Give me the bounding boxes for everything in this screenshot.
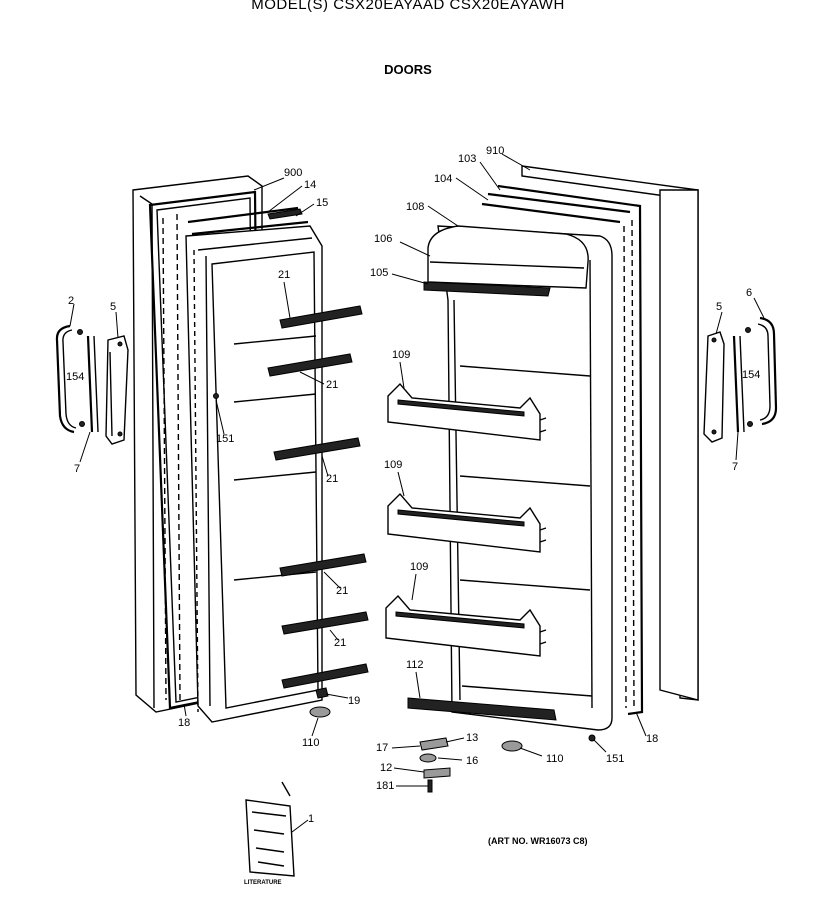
callout-900: 900 (284, 167, 302, 179)
callout-108: 108 (406, 201, 424, 213)
literature-booklet (245, 781, 295, 877)
callout-21-c: 21 (326, 473, 338, 485)
left-handle-assembly (55, 324, 129, 445)
callout-5-right: 5 (716, 301, 722, 313)
callout-12: 12 (380, 762, 392, 774)
callout-106: 106 (374, 233, 392, 245)
callout-18-left: 18 (178, 717, 190, 729)
literature-label: LITERATURE (244, 880, 282, 886)
callout-18-right: 18 (646, 733, 658, 745)
left-handle-trim-7 (86, 335, 94, 433)
left-door-inner-liner (185, 225, 323, 723)
callout-6: 6 (746, 287, 752, 299)
right-door-inner-liner (437, 225, 613, 731)
right-handle-cap-5 (703, 331, 725, 443)
callout-1: 1 (308, 813, 314, 825)
callout-21-a: 21 (278, 269, 290, 281)
callout-109-c: 109 (410, 561, 428, 573)
callout-7-right: 7 (732, 461, 738, 473)
left-door-shelf-rails (267, 305, 369, 689)
callout-104: 104 (434, 173, 452, 185)
callout-103: 103 (458, 153, 476, 165)
leader-lines (69, 153, 765, 833)
left-door-stop-110 (309, 706, 331, 718)
callout-105: 105 (370, 267, 388, 279)
callout-151-left: 151 (216, 433, 234, 445)
right-door-assembly (385, 165, 699, 793)
section-title: DOORS (384, 62, 432, 77)
callout-13: 13 (466, 732, 478, 744)
right-door-stop-110 (501, 740, 523, 752)
callout-2: 2 (68, 295, 74, 307)
callout-110-left: 110 (302, 737, 320, 749)
callout-181: 181 (376, 780, 394, 792)
dairy-compartment-door (427, 225, 589, 289)
callout-5-left: 5 (110, 301, 116, 313)
left-handle-2 (55, 324, 75, 434)
callout-7-left: 7 (74, 463, 80, 475)
callout-154-left: 154 (66, 371, 84, 383)
callout-109-a: 109 (392, 349, 410, 361)
callout-19: 19 (348, 695, 360, 707)
callout-154-right: 154 (742, 369, 760, 381)
right-door-gasket (497, 184, 644, 716)
callout-110-right: 110 (546, 753, 564, 765)
callout-910: 910 (486, 145, 504, 157)
right-door-bin-middle (387, 492, 547, 553)
callout-16: 16 (466, 755, 478, 767)
callout-109-b: 109 (384, 459, 402, 471)
model-title: MODEL(S) CSX20EAYAAD CSX20EAYAWH (251, 0, 565, 13)
right-handle-6 (759, 316, 778, 426)
callout-14: 14 (304, 179, 316, 191)
right-door-bin-bottom (385, 594, 547, 657)
left-handle-cap-5 (105, 335, 129, 445)
left-door-assembly (132, 175, 369, 723)
right-door-bin-top (387, 382, 547, 441)
callout-151-right: 151 (606, 753, 624, 765)
right-handle-assembly (703, 316, 778, 443)
callout-112: 112 (406, 659, 424, 671)
right-door-bottom-rail (407, 697, 557, 721)
callout-21-b: 21 (326, 379, 338, 391)
art-number: (ART NO. WR16073 C8) (488, 836, 588, 846)
callout-17: 17 (376, 742, 388, 754)
callout-21-e: 21 (334, 637, 346, 649)
callout-21-d: 21 (336, 585, 348, 597)
left-door-top-trim (187, 206, 299, 224)
callout-15: 15 (316, 197, 328, 209)
callout-labels: 900 14 15 21 21 21 21 21 2 5 154 7 151 1… (66, 145, 760, 825)
